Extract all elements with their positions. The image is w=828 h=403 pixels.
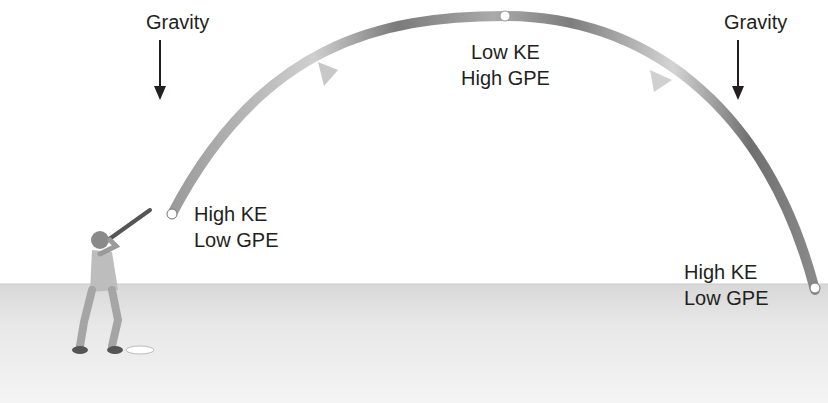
ground bbox=[0, 284, 828, 403]
ball-trajectory bbox=[172, 16, 815, 290]
force-label: Gravity bbox=[146, 10, 209, 34]
trajectory-arrowhead bbox=[318, 62, 338, 86]
batter bbox=[72, 210, 154, 354]
baseball bbox=[167, 209, 177, 219]
baseball bbox=[810, 283, 820, 293]
horizon bbox=[0, 284, 828, 285]
trajectory-arrowhead bbox=[650, 70, 672, 92]
gravity-arrow bbox=[737, 40, 739, 90]
energy-label: High GPE bbox=[461, 66, 550, 90]
gravity-arrow bbox=[154, 86, 166, 100]
energy-label: High KE bbox=[684, 260, 757, 284]
gravity-arrow bbox=[732, 86, 744, 100]
force-label: Gravity bbox=[724, 10, 787, 34]
energy-label: High KE bbox=[194, 202, 267, 226]
energy-label: Low GPE bbox=[684, 286, 768, 310]
baseball bbox=[500, 11, 510, 21]
energy-label: Low KE bbox=[471, 40, 540, 64]
energy-label: Low GPE bbox=[194, 228, 278, 252]
gravity-arrow bbox=[159, 40, 161, 90]
